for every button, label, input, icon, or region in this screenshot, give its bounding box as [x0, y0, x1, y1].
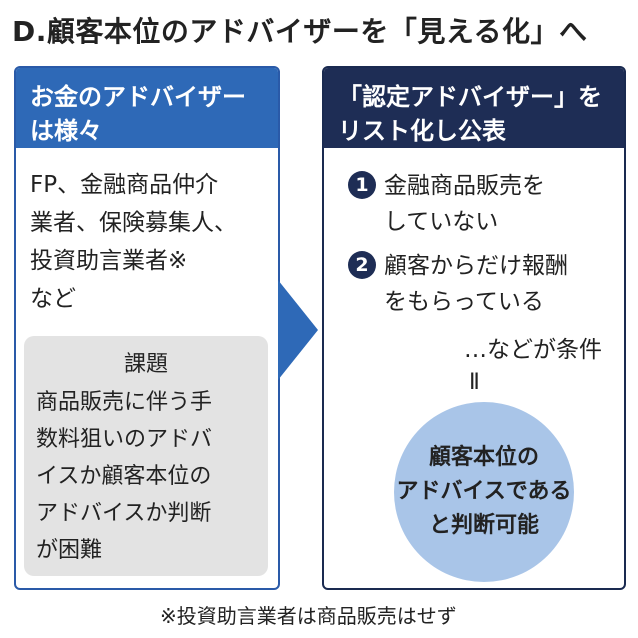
condition-line: 金融商品販売を [384, 173, 545, 199]
issue-line: アドバイスか判断 [36, 501, 212, 526]
conditions-etc: …などが条件 [464, 337, 602, 363]
certified-header-line-1: 「認定アドバイザー」を [338, 83, 602, 111]
condition-line: をもらっている [384, 289, 544, 315]
issue-box: 課題 商品販売に伴う手 数料狙いのアドバ イスか顧客本位の アドバイスか判断 が… [24, 336, 268, 576]
equals-icon: Ⅱ [469, 370, 480, 395]
footnote: ※投資助言業者は商品販売はせず [160, 604, 457, 628]
advisor-types-line: FP、金融商品仲介 [30, 172, 219, 198]
issue-line: 数料狙いのアドバ [36, 427, 213, 452]
issue-line: イスか顧客本位の [36, 464, 212, 489]
certified-panel: 「認定アドバイザー」を リスト化し公表 1 金融商品販売を していない 2 顧客から… [322, 66, 626, 590]
result-circle: 顧客本位の アドバイスである と判断可能 [394, 402, 574, 582]
condition-1: 1 金融商品販売を していない [348, 168, 545, 240]
issue-line: 商品販売に伴う手 [36, 390, 213, 415]
advisor-header-line-2: は様々 [30, 117, 102, 145]
condition-number-badge: 2 [348, 251, 376, 279]
result-line: と判断可能 [428, 513, 539, 538]
certified-panel-header: 「認定アドバイザー」を リスト化し公表 [324, 68, 624, 148]
issue-line: が困難 [36, 538, 103, 563]
result-line: 顧客本位の [428, 445, 539, 470]
advisor-panel: お金のアドバイザー は様々 FP、金融商品仲介 業者、保険募集人、 投資助言業者… [14, 66, 280, 590]
condition-line: していない [384, 209, 499, 235]
page-title: D.顧客本位のアドバイザーを「見える化」へ [12, 15, 588, 48]
condition-2: 2 顧客からだけ報酬 をもらっている [348, 248, 568, 320]
issue-body: 商品販売に伴う手 数料狙いのアドバ イスか顧客本位の アドバイスか判断 が困難 [36, 384, 268, 569]
advisor-types-line: 投資助言業者※ [30, 248, 188, 274]
condition-number-badge: 1 [348, 171, 376, 199]
advisor-types: FP、金融商品仲介 業者、保険募集人、 投資助言業者※ など [30, 166, 237, 318]
advisor-types-line: など [30, 286, 76, 312]
condition-line: 顧客からだけ報酬 [384, 253, 568, 279]
advisor-types-line: 業者、保険募集人、 [30, 210, 237, 236]
issue-title: 課題 [123, 352, 168, 377]
certified-header-line-2: リスト化し公表 [338, 117, 506, 145]
advisor-panel-header: お金のアドバイザー は様々 [16, 68, 278, 148]
advisor-header-line-1: お金のアドバイザー [30, 83, 246, 111]
arrow-right-icon [278, 280, 318, 380]
result-line: アドバイスである [396, 479, 572, 504]
